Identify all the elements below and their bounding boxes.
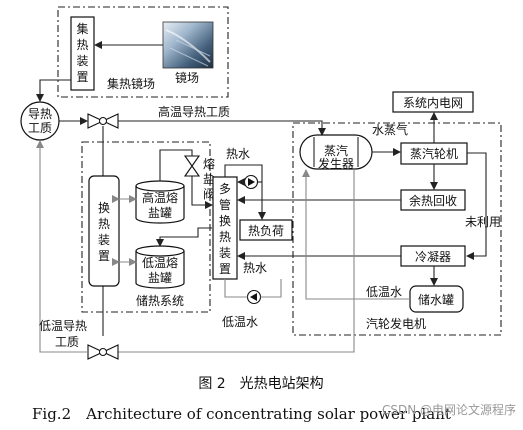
tank-to-generator-line: [302, 169, 410, 300]
multi-tube-exchanger-label-6: 置: [219, 262, 231, 276]
mirror-field-photo-highlight: [165, 29, 211, 63]
water-tank-label: 储水罐: [418, 292, 454, 307]
heat-transfer-medium-label-1: 导热: [28, 107, 52, 121]
storage-system-group: [81, 141, 211, 313]
caption-zh: 图 2 光热电站架构: [198, 376, 323, 392]
multi-tube-exchanger-label-4: 热: [219, 230, 231, 244]
hot-tank-to-valve-line: [159, 149, 193, 181]
steam-turbine-label: 蒸汽轮机: [410, 146, 458, 161]
mirror-field-photo: [162, 21, 214, 69]
heat-collector-device-label-3: 装: [76, 54, 88, 68]
exchanger-low-temp-water-out: [224, 279, 248, 298]
mirror-field-label: 镜场: [175, 70, 199, 85]
multi-tube-exchanger-label-1: 多: [219, 182, 231, 196]
collector-field-group: [57, 6, 229, 98]
low-temp-medium-label-2: 工质: [55, 335, 79, 349]
exchanger-hot-water-out: [224, 164, 266, 220]
multi-tube-exchanger-label-5: 装: [219, 246, 231, 260]
low-temp-medium-label-1: 低温导热: [39, 319, 87, 333]
heat-collector-device-label-2: 热: [76, 38, 88, 52]
plant-power-grid-label: 系统内电网: [403, 96, 463, 110]
bottom-three-way-valve: [87, 344, 119, 360]
top-three-way-valve: [87, 113, 119, 129]
cold-salt-tank-label-1: 低温熔: [142, 255, 178, 270]
turbine-generator-label: 汽轮发电机: [366, 316, 426, 331]
hot-salt-tank: [135, 180, 185, 224]
salt-valve-label-1: 熔: [203, 156, 215, 171]
high-temp-medium-label: 高温导热工质: [158, 104, 230, 119]
heat-exchanger-box: [88, 175, 120, 287]
storage-system-label: 储热系统: [136, 293, 184, 308]
steam-generator-label-1: 蒸汽: [324, 143, 348, 158]
multi-tube-exchanger-box: [212, 176, 238, 280]
hot-water-pump-top: [243, 174, 259, 190]
mirror-field-photo-rows: [169, 39, 211, 67]
condenser-box: [400, 245, 466, 267]
multi-tube-exchanger-label-3: 换: [219, 214, 231, 228]
caption-en: Fig.2 Architecture of concentrating sola…: [32, 405, 451, 423]
heat-exchanger-label-2: 热: [98, 217, 110, 231]
salt-valve-label-3: 阀: [203, 187, 215, 201]
low-temp-water-bottom-label: 低温水: [222, 315, 258, 329]
hot-water-top-label: 热水: [226, 147, 250, 161]
unused-label: 未利用: [465, 215, 501, 229]
steam-label: 水蒸气: [372, 122, 408, 137]
heat-exchanger-label-4: 置: [98, 249, 110, 263]
low-temp-water-pump: [246, 289, 262, 305]
heat-load-label: 热负荷: [248, 224, 284, 238]
heat-collecting-field-label: 集热镜场: [107, 76, 155, 91]
exchanger-to-cold-tank-line: [156, 227, 212, 247]
watermark: CSDN @电网论文源程序: [382, 402, 516, 417]
multi-tube-exchanger-label-2: 管: [219, 197, 231, 212]
valve-to-exchanger-line: [191, 176, 213, 209]
heat-collector-device-label-4: 置: [76, 70, 88, 84]
heat-load-box: [239, 219, 293, 241]
steam-generator-label-2: 发生器: [318, 156, 354, 171]
cold-salt-tank: [135, 245, 185, 289]
turbine-unused-path: [466, 152, 487, 260]
high-temp-medium-line: [118, 120, 326, 136]
hot-salt-tank-label-2: 盐罐: [148, 206, 172, 220]
low-temp-water-right-label: 低温水: [366, 285, 402, 299]
collector-to-medium-arrow: [36, 79, 71, 102]
waste-heat-recovery-label: 余热回收: [409, 193, 457, 208]
hot-salt-tank-label-1: 高温熔: [142, 190, 178, 205]
heat-collector-device-box: [70, 16, 95, 91]
salt-valve: [183, 155, 201, 177]
return-to-medium-line: [36, 140, 88, 353]
low-temp-water-return-line: [260, 279, 282, 298]
heat-exchanger-label-1: 换: [98, 201, 110, 215]
salt-valve-label-2: 盐: [203, 172, 215, 186]
heat-transfer-medium-label-2: 工质: [28, 121, 52, 135]
heat-collector-device-label-1: 集: [76, 21, 88, 36]
cold-salt-tank-label-2: 盐罐: [148, 271, 172, 285]
hot-water-mid-label: 热水: [243, 261, 267, 275]
condenser-label: 冷凝器: [415, 249, 451, 264]
heat-exchanger-label-3: 装: [98, 233, 110, 247]
generator-return-line: [118, 169, 355, 353]
